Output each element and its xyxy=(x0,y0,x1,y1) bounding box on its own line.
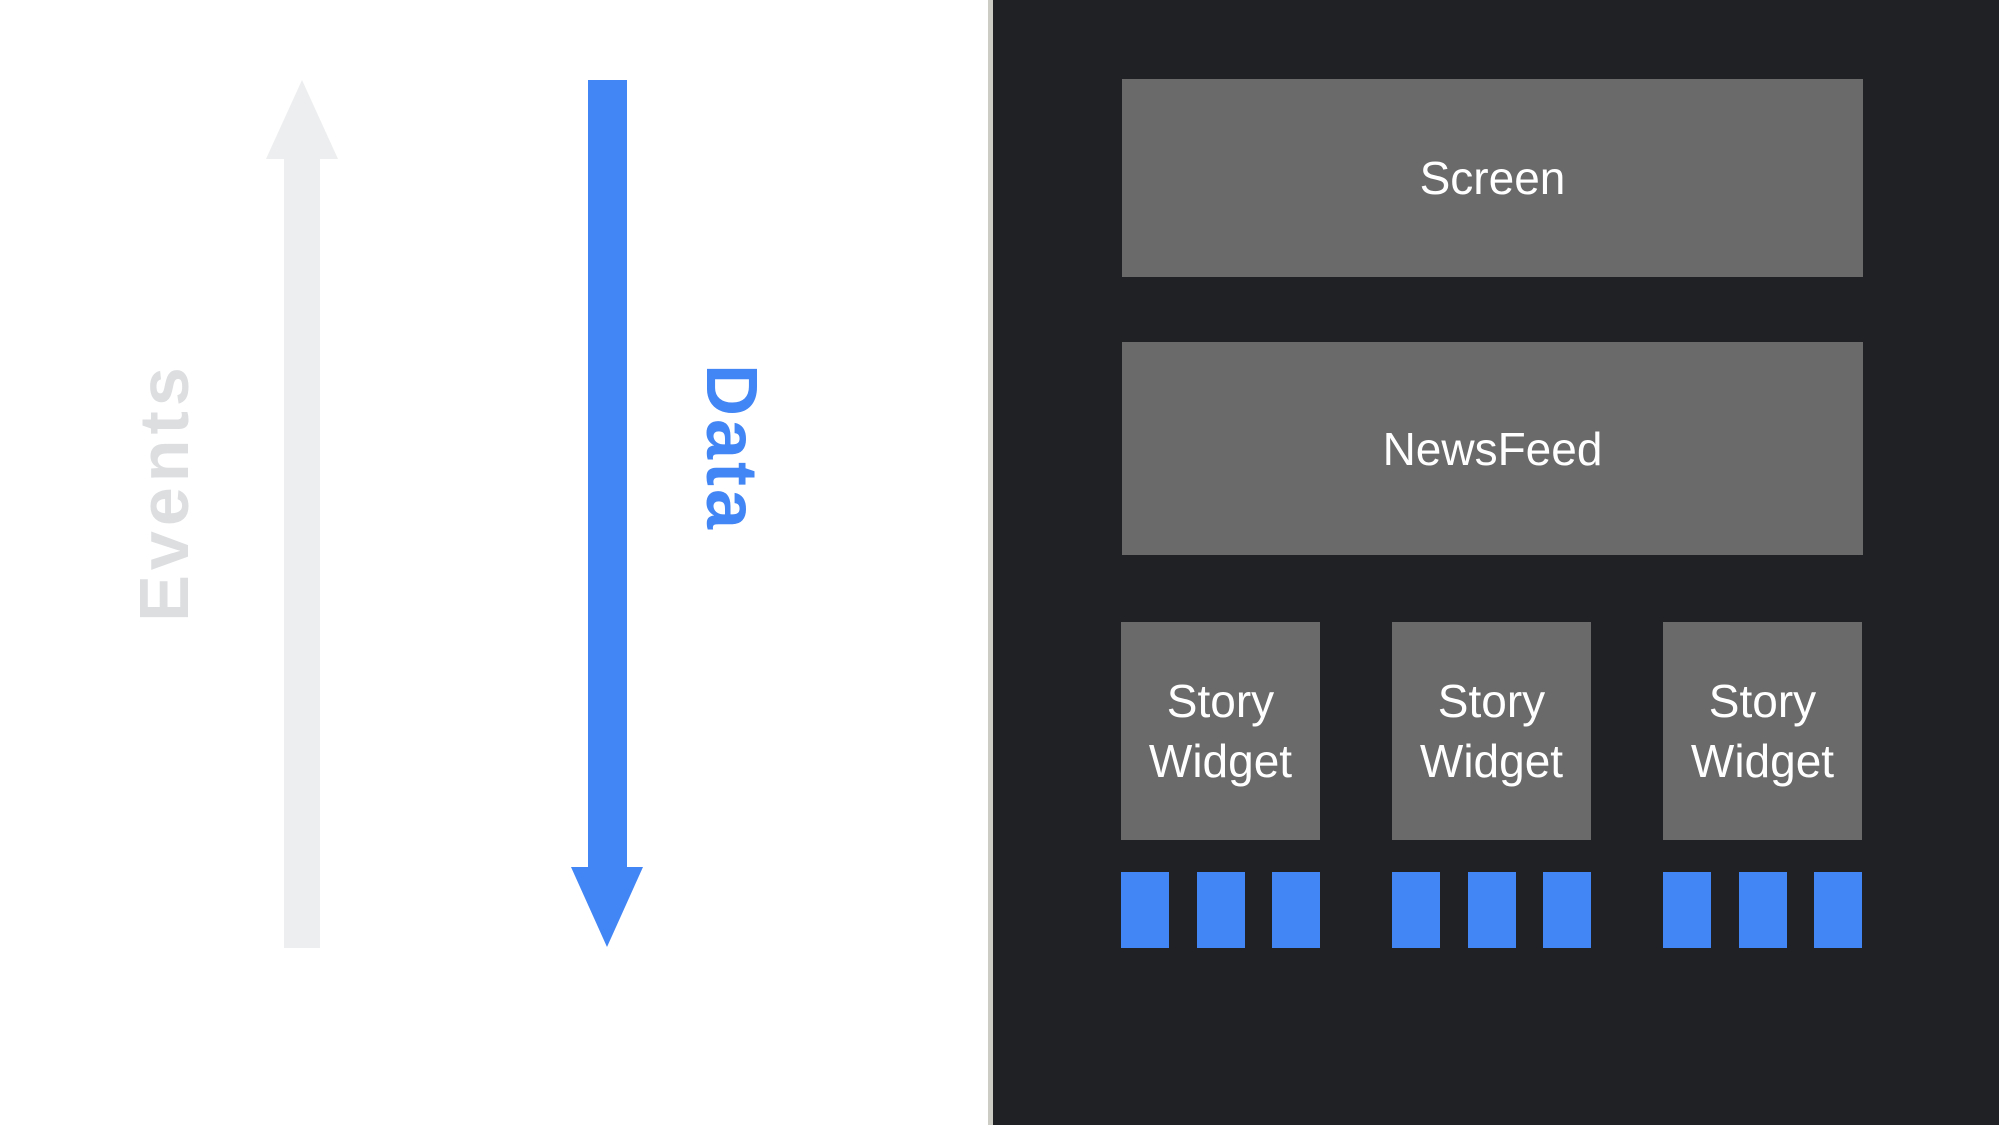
data-square xyxy=(1272,872,1320,948)
story-widget-box: Story Widget xyxy=(1663,622,1862,840)
data-label: Data xyxy=(691,363,771,533)
up-arrow-head-icon xyxy=(266,80,338,159)
newsfeed-box: NewsFeed xyxy=(1122,342,1863,555)
data-square xyxy=(1196,872,1245,948)
story-widget-box: Story Widget xyxy=(1121,622,1320,840)
data-squares-row xyxy=(1392,872,1591,948)
data-square xyxy=(1392,872,1440,948)
story-widget-box: Story Widget xyxy=(1392,622,1591,840)
data-square xyxy=(1814,872,1862,948)
widget-tree-panel: Screen NewsFeed Story Widget Story Widge… xyxy=(988,0,1999,1125)
data-square xyxy=(1738,872,1787,948)
data-square xyxy=(1467,872,1516,948)
data-square xyxy=(1663,872,1711,948)
down-arrow-head-icon xyxy=(571,867,643,947)
events-data-flow-panel: Events Data xyxy=(0,0,988,1125)
events-label: Events xyxy=(125,362,203,622)
screen-box: Screen xyxy=(1122,79,1863,277)
data-square xyxy=(1121,872,1169,948)
data-squares-row xyxy=(1663,872,1862,948)
data-squares-row xyxy=(1121,872,1320,948)
data-square xyxy=(1543,872,1591,948)
up-arrow-shaft xyxy=(284,158,320,948)
down-arrow-shaft xyxy=(588,80,627,868)
